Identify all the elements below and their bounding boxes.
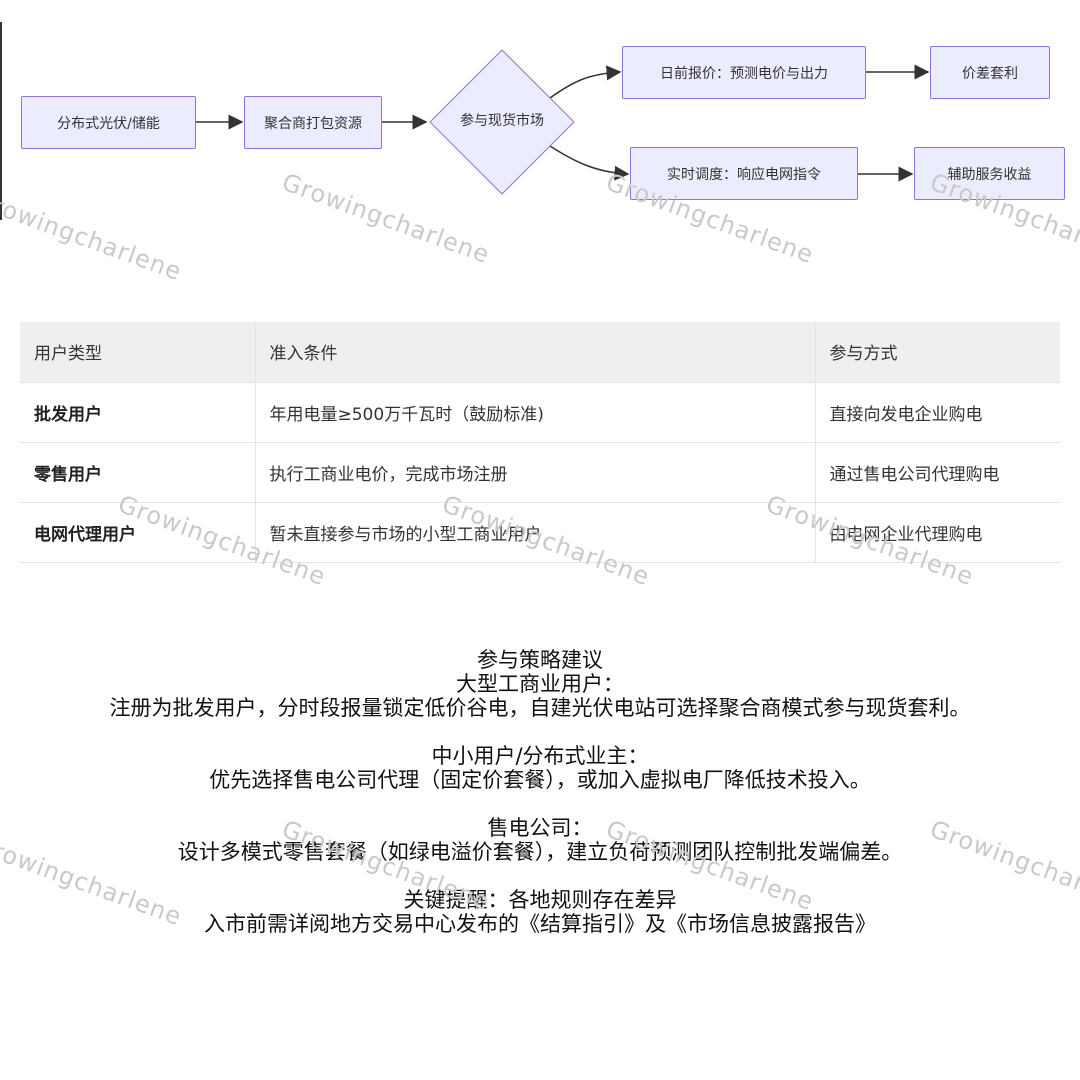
header-access-conditions: 准入条件 bbox=[255, 322, 816, 382]
spot-market-diamond bbox=[429, 49, 575, 195]
header-participation-method: 参与方式 bbox=[815, 322, 1060, 382]
table-row: 零售用户 执行工商业电价，完成市场注册 通过售电公司代理购电 bbox=[20, 441, 1060, 502]
table-row: 批发用户 年用电量≥500万千瓦时（鼓励标准) 直接向发电企业购电 bbox=[20, 381, 1060, 442]
strategy-notes: 参与策略建议 大型工商业用户： 注册为批发用户，分时段报量锁定低价谷电，自建光伏… bbox=[0, 648, 1080, 936]
flowchart: 分布式光伏/储能 聚合商打包资源 参与现货市场 日前报价：预测电价与出力 价差套… bbox=[0, 0, 1080, 230]
header-user-type: 用户类型 bbox=[20, 322, 256, 382]
retailer-text: 设计多模式零售套餐（如绿电溢价套餐），建立负荷预测团队控制批发端偏差。 bbox=[177, 840, 903, 864]
node-price-arbitrage: 价差套利 bbox=[930, 46, 1050, 99]
small-user-heading: 中小用户/分布式业主： bbox=[431, 744, 649, 768]
node-distributed-pv: 分布式光伏/储能 bbox=[21, 96, 196, 149]
cell-user-type: 电网代理用户 bbox=[20, 501, 256, 563]
retailer-heading: 售电公司： bbox=[487, 816, 593, 840]
notes-title: 参与策略建议 bbox=[477, 648, 603, 672]
cell-conditions: 暂未直接参与市场的小型工商业用户 bbox=[255, 501, 816, 563]
table-header-row: 用户类型 准入条件 参与方式 bbox=[20, 322, 1060, 382]
node-spot-market-label: 参与现货市场 bbox=[460, 113, 544, 129]
cell-user-type: 零售用户 bbox=[20, 441, 256, 502]
cell-method: 通过售电公司代理购电 bbox=[815, 441, 1060, 502]
flowchart-edges bbox=[196, 49, 930, 195]
user-type-table: 用户类型 准入条件 参与方式 批发用户 年用电量≥500万千瓦时（鼓励标准) 直… bbox=[20, 322, 1060, 563]
cell-user-type: 批发用户 bbox=[20, 381, 256, 442]
node-day-ahead-bidding: 日前报价：预测电价与出力 bbox=[622, 46, 866, 99]
large-user-text: 注册为批发用户，分时段报量锁定低价谷电，自建光伏电站可选择聚合商模式参与现货套利… bbox=[109, 696, 971, 720]
edge-spot-dayahead bbox=[549, 65, 622, 99]
left-border-line bbox=[0, 22, 2, 220]
key-reminder-text: 入市前需详阅地方交易中心发布的《结算指引》及《市场信息披露报告》 bbox=[204, 912, 876, 936]
small-user-text: 优先选择售电公司代理（固定价套餐），或加入虚拟电厂降低技术投入。 bbox=[209, 768, 871, 792]
key-reminder-heading: 关键提醒：各地规则存在差异 bbox=[403, 888, 677, 912]
table-row: 电网代理用户 暂未直接参与市场的小型工商业用户 由电网企业代理购电 bbox=[20, 501, 1060, 563]
node-aggregator: 聚合商打包资源 bbox=[244, 96, 382, 149]
node-realtime-dispatch: 实时调度：响应电网指令 bbox=[630, 147, 858, 200]
node-ancillary-revenue: 辅助服务收益 bbox=[914, 147, 1065, 200]
edge-spot-realtime bbox=[549, 145, 630, 181]
cell-conditions: 年用电量≥500万千瓦时（鼓励标准) bbox=[255, 381, 816, 442]
cell-method: 由电网企业代理购电 bbox=[815, 501, 1060, 563]
cell-conditions: 执行工商业电价，完成市场注册 bbox=[255, 441, 816, 502]
cell-method: 直接向发电企业购电 bbox=[815, 381, 1060, 442]
large-user-heading: 大型工商业用户： bbox=[456, 672, 624, 696]
